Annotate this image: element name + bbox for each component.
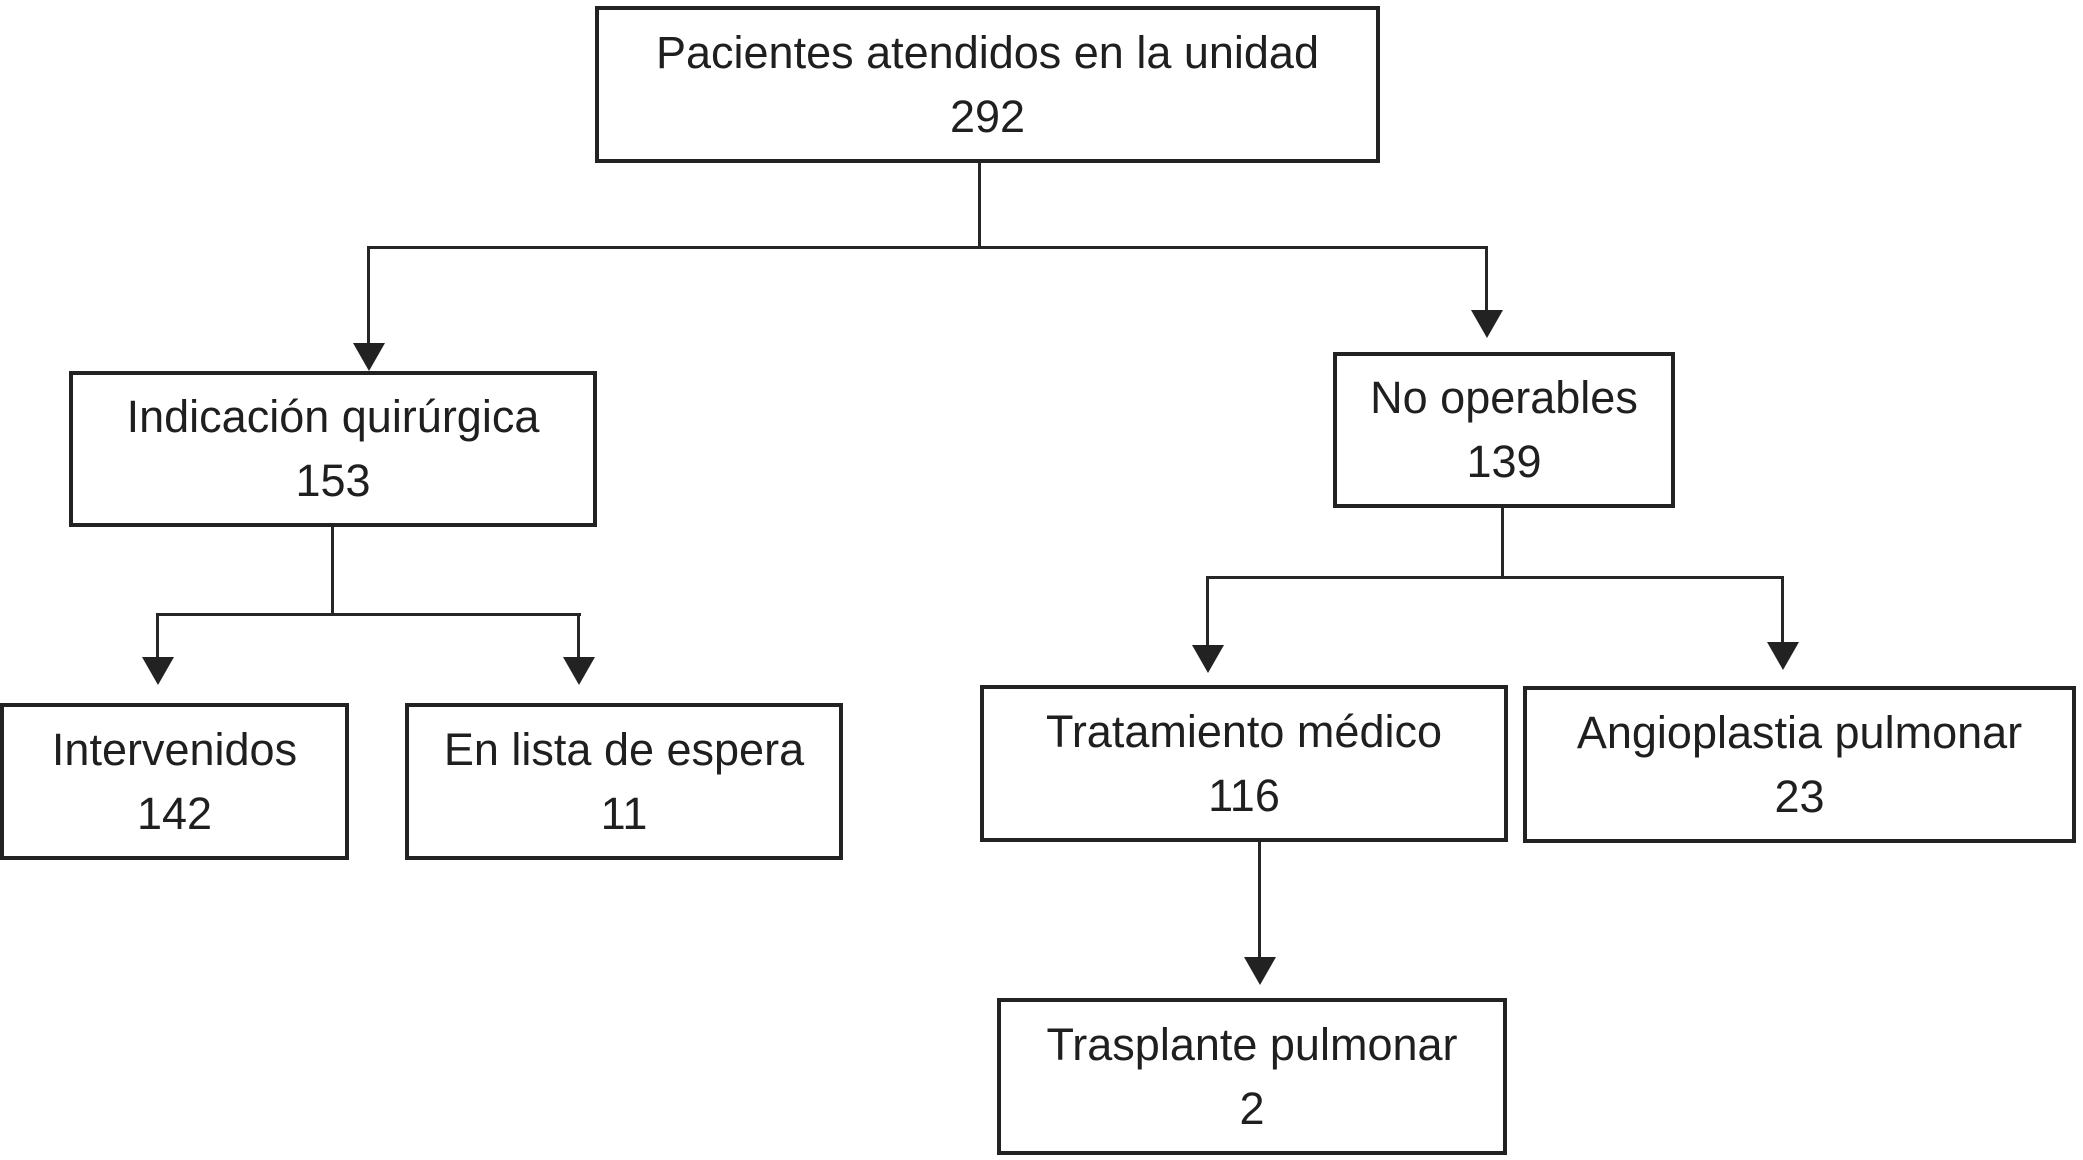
connector-no-operables-stem xyxy=(1501,508,1504,578)
arrowhead-no-operables-icon xyxy=(1471,310,1503,338)
node-label: No operables xyxy=(1370,372,1638,423)
arrowhead-indicacion-icon xyxy=(353,343,385,371)
node-value: 142 xyxy=(136,787,213,839)
connector-to-intervenidos xyxy=(156,613,159,659)
connector-to-indicacion xyxy=(367,246,370,346)
connector-root-stem xyxy=(978,162,981,248)
node-tratamiento-medico: Tratamiento médico 116 xyxy=(980,685,1508,842)
connector-to-lista-espera xyxy=(577,613,580,659)
node-value: 23 xyxy=(1774,770,1825,822)
connector-indicacion-stem xyxy=(331,527,334,615)
connector-indicacion-branch xyxy=(156,613,581,616)
arrowhead-lista-espera-icon xyxy=(563,657,595,685)
node-intervenidos: Intervenidos 142 xyxy=(0,703,349,860)
node-value: 11 xyxy=(600,787,648,839)
node-label: Tratamiento médico xyxy=(1046,705,1442,757)
arrowhead-angioplastia-icon xyxy=(1767,642,1799,670)
connector-to-trasplante xyxy=(1258,842,1261,959)
node-pacientes-atendidos: Pacientes atendidos en la unidad 292 xyxy=(595,6,1380,163)
node-value: 139 xyxy=(1466,436,1542,487)
node-label: Pacientes atendidos en la unidad xyxy=(655,26,1319,78)
node-value: 2 xyxy=(1239,1082,1265,1134)
connector-to-tratamiento xyxy=(1206,576,1209,647)
node-value: 116 xyxy=(1208,769,1280,821)
node-label: Indicación quirúrgica xyxy=(126,391,540,442)
node-value: 153 xyxy=(295,455,371,506)
connector-to-no-operables xyxy=(1485,246,1488,313)
node-label: Angioplastia pulmonar xyxy=(1576,706,2023,758)
node-en-lista-de-espera: En lista de espera 11 xyxy=(405,703,843,860)
arrowhead-trasplante-icon xyxy=(1244,957,1276,985)
connector-root-branch xyxy=(367,246,1488,249)
node-trasplante-pulmonar: Trasplante pulmonar 2 xyxy=(997,998,1507,1155)
node-label: En lista de espera xyxy=(443,723,805,775)
node-value: 292 xyxy=(949,90,1026,142)
node-no-operables: No operables 139 xyxy=(1333,352,1675,508)
connector-to-angioplastia xyxy=(1781,576,1784,644)
node-angioplastia-pulmonar: Angioplastia pulmonar 23 xyxy=(1523,686,2076,843)
node-label: Trasplante pulmonar xyxy=(1046,1018,1458,1070)
connector-no-operables-branch xyxy=(1206,576,1784,579)
node-label: Intervenidos xyxy=(51,723,298,775)
node-indicacion-quirurgica: Indicación quirúrgica 153 xyxy=(69,371,597,527)
arrowhead-intervenidos-icon xyxy=(142,657,174,685)
arrowhead-tratamiento-icon xyxy=(1192,645,1224,673)
